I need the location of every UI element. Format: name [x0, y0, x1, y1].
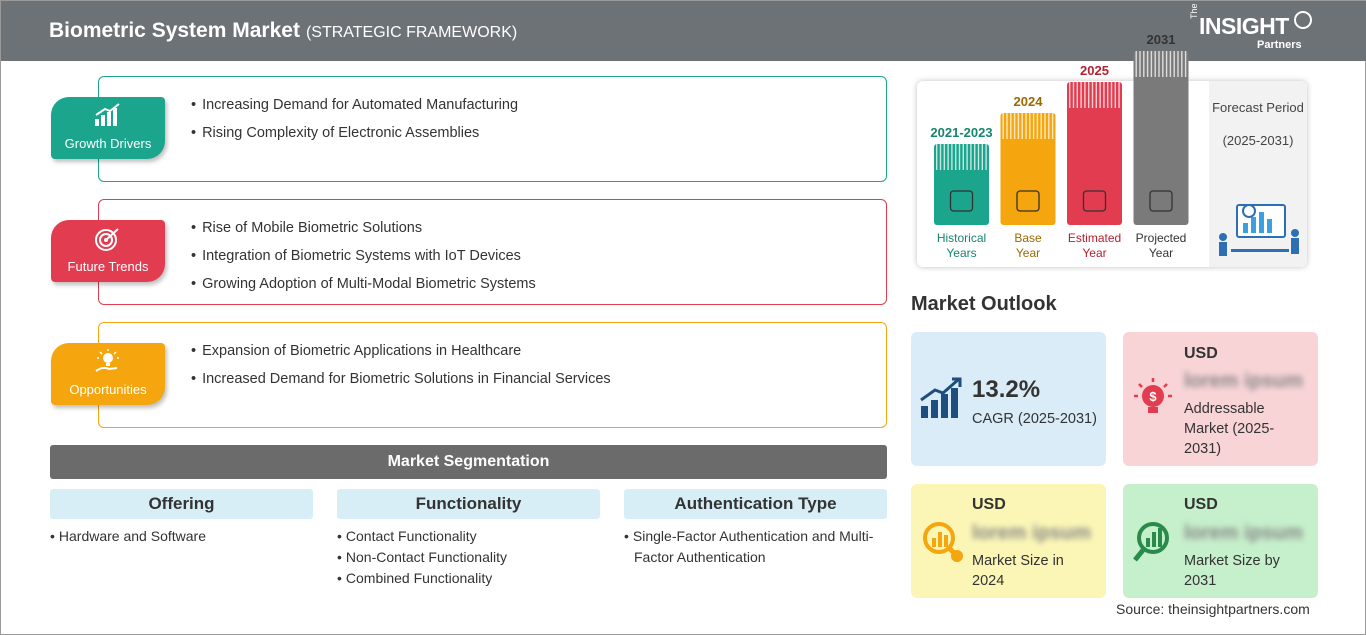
title-text: Biometric System Market — [49, 19, 300, 42]
list-item: Rise of Mobile Biometric Solutions — [191, 220, 536, 248]
growth-drivers-badge: Growth Drivers — [51, 97, 165, 159]
addressable-usd: USD — [1184, 345, 1218, 362]
segment-list-authentication-type: Single-Factor Authentication and Multi-F… — [622, 526, 890, 568]
future-trends-badge: Future Trends — [51, 220, 165, 282]
logo-ring-icon — [1294, 11, 1312, 29]
lightbulb-dollar-icon: $ — [1134, 378, 1172, 413]
analyst-dashboard-icon — [1219, 204, 1299, 256]
segment-heading-functionality: Functionality — [337, 489, 600, 519]
page-subtitle: (STRATEGIC FRAMEWORK) — [305, 24, 518, 41]
market-size-2031-card: USD lorem ipsum Market Size by 2031 — [1123, 484, 1318, 598]
future-trends-list: Rise of Mobile Biometric Solutions Integ… — [191, 220, 536, 304]
addressable-market-card: $ USD lorem ipsum Addressable Market (20… — [1123, 332, 1318, 466]
cagr-card: 13.2% CAGR (2025-2031) — [911, 332, 1106, 466]
list-item: Increasing Demand for Automated Manufact… — [191, 97, 518, 125]
magnifier-dollar-icon — [923, 522, 963, 562]
future-trends-label: Future Trends — [67, 259, 149, 274]
logo-the: The — [1189, 3, 1199, 19]
growth-chart-icon — [920, 377, 962, 418]
opportunities-badge: Opportunities — [51, 343, 165, 405]
future-trends-box: Rise of Mobile Biometric Solutions Integ… — [98, 199, 887, 305]
segment-list-offering: Hardware and Software — [48, 526, 318, 547]
opportunities-list: Expansion of Biometric Applications in H… — [191, 343, 611, 399]
addressable-value: lorem ipsum — [1184, 370, 1303, 392]
growth-drivers-list: Increasing Demand for Automated Manufact… — [191, 97, 518, 153]
list-item: Contact Functionality — [335, 526, 605, 547]
list-item: Hardware and Software — [48, 526, 318, 547]
growth-drivers-label: Growth Drivers — [64, 136, 152, 151]
size-2031-usd: USD — [1184, 496, 1218, 513]
segmentation-title: Market Segmentation — [50, 445, 887, 479]
page-title: Biometric System Market (STRATEGIC FRAMEW… — [49, 19, 517, 43]
segment-heading-authentication-type: Authentication Type — [624, 489, 887, 519]
source-note: Source: theinsightpartners.com — [1116, 601, 1310, 617]
cagr-label: CAGR (2025-2031) — [972, 411, 1097, 427]
addressable-label: Addressable Market (2025-2031) — [1184, 401, 1275, 457]
logo-main: INSIGHT — [1199, 13, 1289, 39]
list-item: Expansion of Biometric Applications in H… — [191, 343, 611, 371]
target-icon — [95, 228, 119, 251]
svg-text:$: $ — [1149, 389, 1157, 404]
cagr-value: 13.2% — [972, 376, 1041, 403]
segment-heading-offering: Offering — [50, 489, 313, 519]
growth-drivers-box: Increasing Demand for Automated Manufact… — [98, 76, 887, 182]
list-item: Integration of Biometric Systems with Io… — [191, 248, 536, 276]
size-2031-value: lorem ipsum — [1184, 522, 1303, 544]
bar-growth-icon — [95, 103, 120, 126]
insight-partners-logo: The INSIGHT Partners — [1189, 3, 1319, 55]
forecast-period: (2025-2031) — [1222, 133, 1294, 148]
size-2031-label: Market Size by 2031 — [1184, 553, 1280, 589]
list-item: Non-Contact Functionality — [335, 547, 605, 568]
list-item: Growing Adoption of Multi-Modal Biometri… — [191, 276, 536, 304]
size-2024-usd: USD — [972, 496, 1006, 513]
segment-list-functionality: Contact Functionality Non-Contact Functi… — [335, 526, 605, 589]
list-item: Single-Factor Authentication and Multi-F… — [622, 526, 890, 568]
lightbulb-hand-icon — [95, 349, 119, 372]
magnifier-growth-icon — [1133, 522, 1169, 562]
logo-partners: Partners — [1257, 39, 1302, 51]
market-size-2024-card: USD lorem ipsum Market Size in 2024 — [911, 484, 1106, 598]
opportunities-box: Expansion of Biometric Applications in H… — [98, 322, 887, 428]
size-2024-value: lorem ipsum — [972, 522, 1091, 544]
opportunities-label: Opportunities — [69, 382, 147, 397]
list-item: Rising Complexity of Electronic Assembli… — [191, 125, 518, 153]
list-item: Combined Functionality — [335, 568, 605, 589]
market-outlook-title: Market Outlook — [911, 293, 1057, 315]
forecast-title: Forecast Period — [1212, 100, 1304, 115]
forecast-panel: Forecast Period (2025-2031) — [1209, 81, 1307, 267]
size-2024-label: Market Size in 2024 — [972, 553, 1064, 589]
year-label: 2025 — [1080, 63, 1109, 78]
header-bar: Biometric System Market (STRATEGIC FRAMEW… — [1, 1, 1366, 61]
list-item: Increased Demand for Biometric Solutions… — [191, 371, 611, 399]
